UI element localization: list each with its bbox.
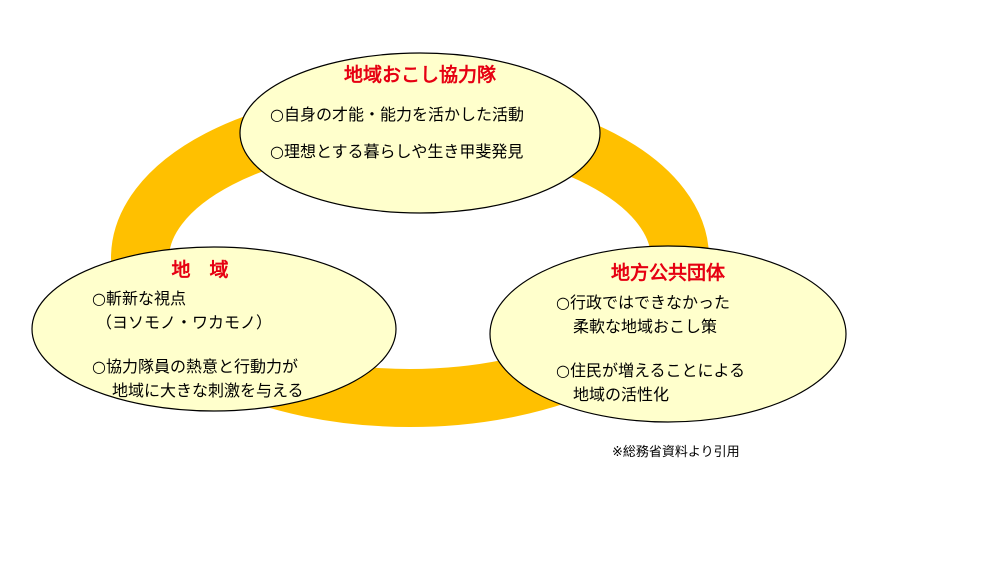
node-right-item-4: 地域の活性化 <box>573 385 670 404</box>
node-left-title: 地 域 <box>171 259 229 281</box>
node-left-item-2: （ヨソモノ・ワカモノ） <box>96 313 273 332</box>
node-top-item-2: ○理想とする暮らしや生き甲斐発見 <box>270 142 524 161</box>
node-right-ellipse <box>489 245 847 423</box>
node-left-item-3: ○協力隊員の熱意と行動力が <box>92 357 298 376</box>
node-top-title: 地域おこし協力隊 <box>343 64 496 86</box>
source-note: ※総務省資料より引用 <box>612 445 740 460</box>
node-left-item-4: 地域に大きな刺激を与える <box>112 381 304 400</box>
node-right-item-3: ○住民が増えることによる <box>556 361 746 380</box>
node-top-item-1: ○自身の才能・能力を活かした活動 <box>270 105 524 124</box>
node-left-ellipse <box>31 246 397 412</box>
node-right-title: 地方公共団体 <box>610 262 725 284</box>
node-left-item-1: ○斬新な視点 <box>92 289 186 308</box>
node-right-item-1: ○行政ではできなかった <box>556 293 730 312</box>
node-right-item-2: 柔軟な地域おこし策 <box>573 317 718 336</box>
node-top-ellipse <box>239 52 601 214</box>
